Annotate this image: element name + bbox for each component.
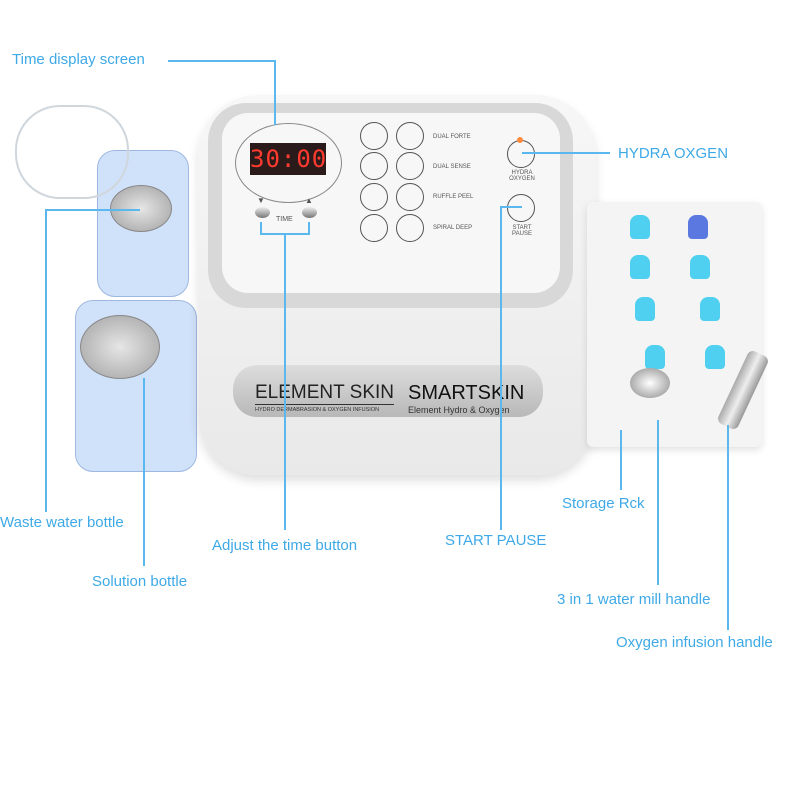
label-solution-bottle: Solution bottle xyxy=(92,573,188,590)
label-oxygen-handle: Oxygen infusion handle xyxy=(616,634,773,651)
label-hydra-oxgen: HYDRA OXGEN xyxy=(618,145,729,162)
mode-label: DUAL SENSE xyxy=(433,164,471,170)
display-ring xyxy=(235,123,342,203)
start-pause-label: START PAUSE xyxy=(512,225,532,237)
brand-name: ELEMENT SKIN xyxy=(255,382,395,405)
time-down-button[interactable] xyxy=(255,207,270,218)
time-label: TIME xyxy=(276,216,293,223)
tip xyxy=(690,255,710,279)
tip xyxy=(705,345,725,369)
label-time-display: Time display screen xyxy=(12,51,145,68)
tip xyxy=(645,345,665,369)
up-arrow-icon: ▲ xyxy=(305,196,313,205)
tip xyxy=(635,297,655,321)
label-start-pause: START PAUSE xyxy=(445,532,547,549)
tip xyxy=(630,215,650,239)
tip xyxy=(688,215,708,239)
mode-dial-1a[interactable] xyxy=(360,122,388,150)
time-display: 30:00 xyxy=(250,143,328,175)
hydra-oxygen-label: HYDRA OXYGEN xyxy=(509,170,535,182)
tip xyxy=(700,297,720,321)
label-storage-rack: Storage Rck xyxy=(562,495,645,512)
mode-dial-2b[interactable] xyxy=(396,152,424,180)
label-adjust-time: Adjust the time button xyxy=(212,537,358,554)
model-name: SMARTSKIN xyxy=(408,382,525,404)
mode-dial-3b[interactable] xyxy=(396,183,424,211)
mode-dial-1b[interactable] xyxy=(396,122,424,150)
waste-bottle-cap xyxy=(110,185,172,232)
indicator-light xyxy=(517,137,523,143)
model-subtitle: Element Hydro & Oxygen xyxy=(408,405,510,415)
label-waste-bottle: Waste water bottle xyxy=(0,514,124,531)
solution-bottle-cap xyxy=(80,315,160,379)
mode-label: DUAL FORTE xyxy=(433,134,471,140)
mode-dial-4b[interactable] xyxy=(396,214,424,242)
tip xyxy=(630,255,650,279)
mode-label: RUFFLE PEEL xyxy=(433,194,474,200)
mode-dial-4a[interactable] xyxy=(360,214,388,242)
down-arrow-icon: ▼ xyxy=(257,196,265,205)
hydra-oxygen-button[interactable] xyxy=(507,140,535,168)
water-mill-handle xyxy=(630,368,670,398)
tubing xyxy=(15,105,129,199)
mode-dial-3a[interactable] xyxy=(360,183,388,211)
label-water-mill: 3 in 1 water mill handle xyxy=(557,591,711,608)
mode-label: SPIRAL DEEP xyxy=(433,225,473,231)
start-pause-button[interactable] xyxy=(507,194,535,222)
time-up-button[interactable] xyxy=(302,207,317,218)
brand-subtitle: HYDRO DERMABRASION & OXYGEN INFUSION xyxy=(255,407,380,413)
mode-dial-2a[interactable] xyxy=(360,152,388,180)
